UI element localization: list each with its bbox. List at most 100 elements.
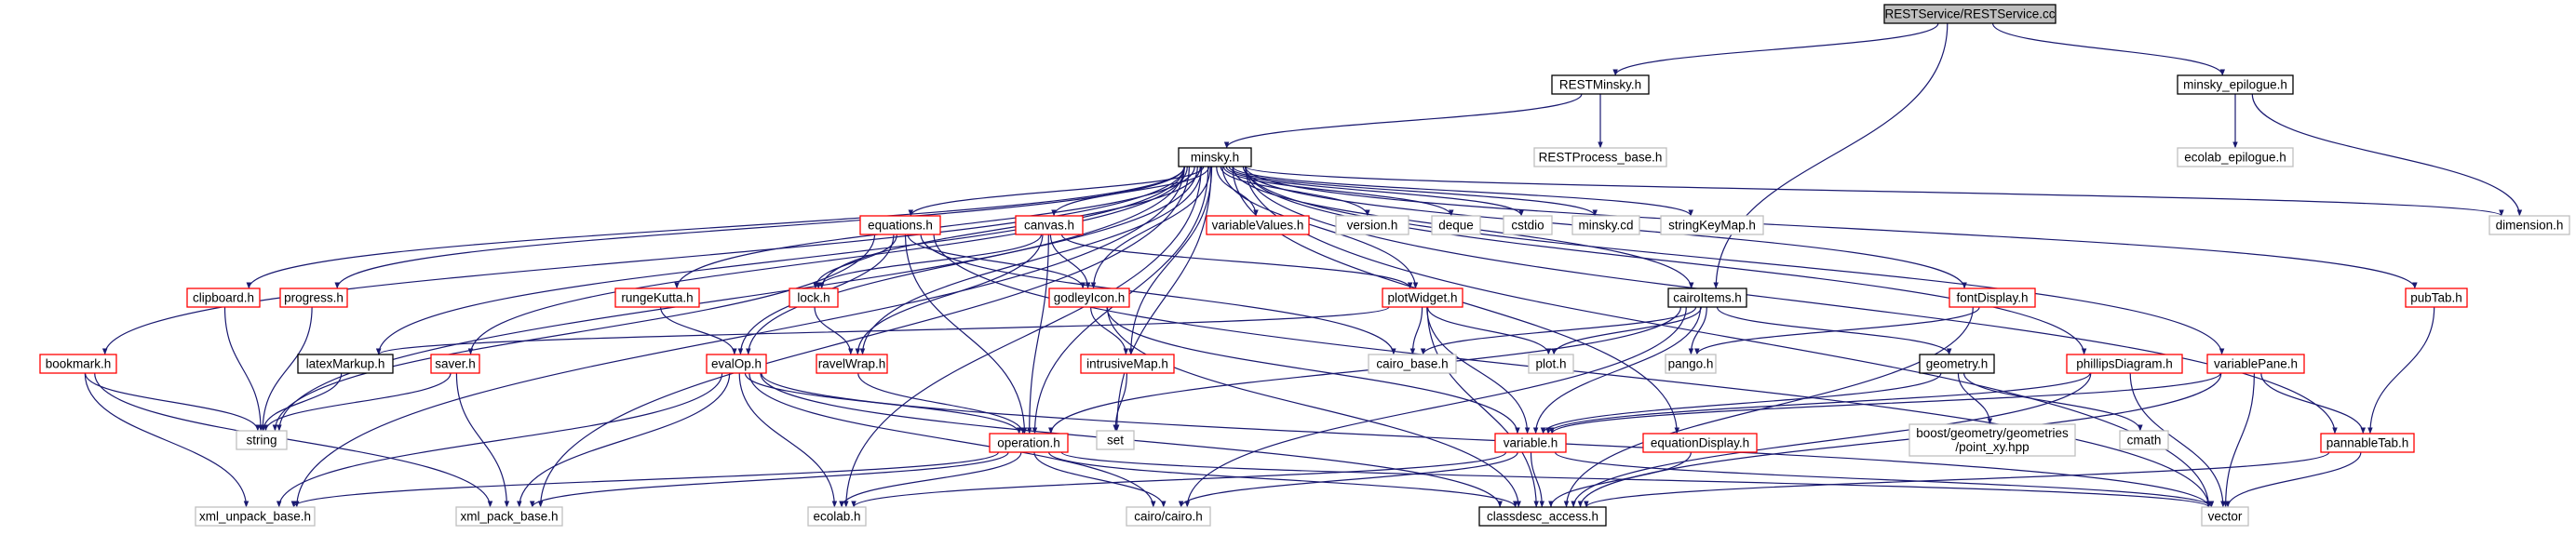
node-clipboard-h[interactable]: clipboard.h [186, 288, 261, 308]
node-label: plotWidget.h [1387, 291, 1457, 305]
node-phillipsdiagram-h[interactable]: phillipsDiagram.h [2066, 354, 2183, 374]
edge-pannabletab-h-to-classdesc-access-h [1584, 451, 2330, 508]
node-godleyicon-h[interactable]: godleyIcon.h [1048, 288, 1130, 308]
edge-bookmark-h-to-string [84, 372, 261, 432]
node-minsky-cd: minsky.cd [1571, 215, 1640, 235]
node-box [1015, 215, 1084, 235]
node-operation-h[interactable]: operation.h [989, 433, 1069, 453]
node-variable-h[interactable]: variable.h [1494, 433, 1567, 453]
node-box [2119, 430, 2169, 450]
edge-variablepane-h-to-classdesc-access-h [1577, 372, 2222, 508]
node-box [614, 288, 700, 308]
node-label: intrusiveMap.h [1086, 357, 1168, 371]
node-cairoitems-h[interactable]: cairoItems.h [1667, 288, 1747, 308]
node-restprocess-base-h: RESTProcess_base.h [1533, 147, 1667, 167]
node-deque: deque [1431, 215, 1481, 235]
node-xml-pack-base-h: xml_pack_base.h [455, 506, 563, 527]
node-box [1494, 433, 1567, 453]
edge-variablepane-h-to-variable-h [1549, 372, 2221, 435]
node-box [1665, 354, 1717, 374]
edge-equations-h-to-godleyicon-h [907, 234, 1086, 289]
node-label: deque [1438, 219, 1474, 233]
node-cstdio: cstdio [1503, 215, 1553, 235]
edge-cairoitems-h-to-cairo-base-h [1420, 306, 1697, 355]
edge-operation-h-to-xml-unpack-base-h [290, 451, 999, 508]
node-box [1335, 215, 1409, 235]
node-label: lock.h [797, 291, 829, 305]
edge-minsky-h-to-pubtab-h [1245, 166, 2418, 289]
node-box [807, 506, 867, 527]
node-fontdisplay-h[interactable]: fontDisplay.h [1949, 288, 2036, 308]
node-plotwidget-h[interactable]: plotWidget.h [1382, 288, 1463, 308]
edge-minsky-h-to-bookmark-h [101, 166, 1185, 355]
node-box [1206, 215, 1310, 235]
node-minsky-epilogue-h[interactable]: minsky_epilogue.h [2177, 74, 2294, 95]
node-box [2206, 354, 2305, 374]
node-ecolab-h: ecolab.h [807, 506, 867, 527]
node-bookmark-h[interactable]: bookmark.h [39, 354, 117, 374]
node-stringkeymap-h: stringKeyMap.h [1660, 215, 1764, 235]
edge-plotwidget-h-to-latexmarkup-h [376, 306, 1390, 355]
node-equations-h[interactable]: equations.h [859, 215, 941, 235]
edge-progress-h-to-string [260, 306, 313, 432]
node-minsky-h[interactable]: minsky.h [1178, 147, 1252, 167]
node-restservice-restservice-cc[interactable]: RESTService/RESTService.cc [1883, 4, 2057, 24]
node-canvas-h[interactable]: canvas.h [1015, 215, 1084, 235]
node-box [816, 354, 888, 374]
node-label: cairo_base.h [1376, 357, 1448, 371]
edge-equations-h-to-operation-h [904, 234, 1028, 435]
node-ecolab-epilogue-h: ecolab_epilogue.h [2177, 147, 2294, 167]
node-label: variable.h [1504, 436, 1558, 450]
edge-minsky-h-to-phillipsdiagram-h [1245, 166, 2087, 355]
node-variablepane-h[interactable]: variablePane.h [2206, 354, 2305, 374]
edge-pubtab-h-to-pannabletab-h [2367, 306, 2435, 435]
node-evalop-h[interactable]: evalOp.h [706, 354, 767, 374]
node-box [2177, 147, 2294, 167]
node-progress-h[interactable]: progress.h [279, 288, 348, 308]
edge-cairoitems-h-to-pango-h [1688, 306, 1707, 355]
node-lock-h[interactable]: lock.h [789, 288, 839, 308]
node-xml-unpack-base-h: xml_unpack_base.h [195, 506, 316, 527]
node-label: ecolab_epilogue.h [2184, 151, 2286, 165]
node-saver-h[interactable]: saver.h [430, 354, 480, 374]
node-geometry-h[interactable]: geometry.h [1919, 354, 1995, 374]
node-box [1919, 354, 1995, 374]
node-label: boost/geometry/geometries [1916, 426, 2069, 440]
edge-minsky-h-to-progress-h [334, 166, 1185, 289]
node-label: equationDisplay.h [1651, 436, 1749, 450]
node-rungekutta-h[interactable]: rungeKutta.h [614, 288, 700, 308]
node-box [1431, 215, 1481, 235]
node-box [989, 433, 1069, 453]
node-label: vector [2208, 510, 2243, 524]
edge-canvas-h-to-operation-h [1026, 234, 1049, 435]
node-label: cstdio [1511, 219, 1544, 233]
node-box [2488, 215, 2570, 235]
node-box [1642, 433, 1758, 453]
node-label: canvas.h [1024, 219, 1074, 233]
node-restminsky-h[interactable]: RESTMinsky.h [1551, 74, 1650, 95]
edge-bookmark-h-to-xml-pack-base-h [94, 372, 493, 508]
node-classdesc-access-h[interactable]: classdesc_access.h [1478, 506, 1607, 527]
node-pannabletab-h[interactable]: pannableTab.h [2320, 433, 2415, 453]
node-box [1048, 288, 1130, 308]
edge-minsky-h-to-minsky-cd [1228, 166, 1598, 217]
node-ravelwrap-h[interactable]: ravelWrap.h [816, 354, 888, 374]
edge-rungekutta-h-to-evalop-h [660, 306, 737, 355]
edge-variable-h-to-vector [1554, 451, 2215, 508]
node-label: fontDisplay.h [1956, 291, 2028, 305]
node-label: RESTMinsky.h [1559, 78, 1641, 92]
node-label: pubTab.h [2410, 291, 2462, 305]
edge-intrusivemap-h-to-set [1113, 372, 1127, 432]
node-equationdisplay-h[interactable]: equationDisplay.h [1642, 433, 1758, 453]
node-latexmarkup-h[interactable]: latexMarkup.h [297, 354, 394, 374]
edge-minsky-h-to-string [276, 166, 1185, 432]
edge-evalop-h-to-vector [761, 372, 2212, 508]
edge-plotwidget-h-to-plot-h [1426, 306, 1552, 355]
edge-canvas-h-to-godleyicon-h [1049, 234, 1091, 289]
node-pubtab-h[interactable]: pubTab.h [2405, 288, 2468, 308]
node-intrusivemap-h[interactable]: intrusiveMap.h [1080, 354, 1175, 374]
node-variablevalues-h[interactable]: variableValues.h [1206, 215, 1310, 235]
edge-minsky-h-to-set [1113, 166, 1212, 432]
node-label: set [1107, 434, 1124, 448]
